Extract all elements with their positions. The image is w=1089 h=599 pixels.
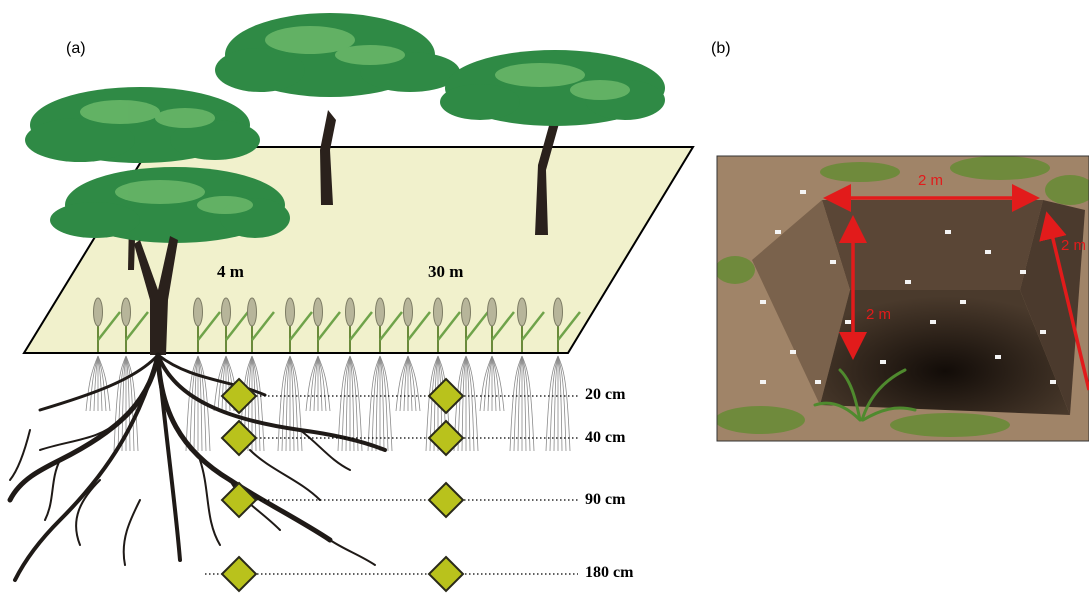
crop-plant xyxy=(433,297,461,352)
sample-tag xyxy=(985,250,991,254)
crop-plant xyxy=(375,297,403,352)
depth-label-90: 90 cm xyxy=(585,491,626,508)
pit-width-label: 2 m xyxy=(918,172,944,189)
sensor-marker xyxy=(427,481,465,519)
crop-root xyxy=(85,355,111,412)
crop-root xyxy=(337,355,363,452)
pit-wall-right xyxy=(1020,200,1085,415)
sample-tag xyxy=(800,190,806,194)
crop-plant xyxy=(487,297,515,352)
sample-tag xyxy=(945,230,951,234)
sample-tag xyxy=(1050,380,1056,384)
pit-wall-left xyxy=(752,200,850,405)
sample-tag xyxy=(775,230,781,234)
sensor-marker xyxy=(427,419,465,457)
pit-length-label: 2 m xyxy=(1061,237,1087,254)
sensor-markers xyxy=(220,377,465,593)
tree-canopies xyxy=(25,13,665,243)
surface-vegetation xyxy=(717,156,1089,437)
crop-plant xyxy=(285,297,313,352)
pit-depth-label: 2 m xyxy=(866,306,892,323)
distance-label-near: 4 m xyxy=(217,262,244,281)
sensor-marker xyxy=(220,481,258,519)
crop-root xyxy=(367,355,393,452)
pit-wall-back xyxy=(822,200,1043,290)
crop-root xyxy=(239,355,265,452)
crop-root xyxy=(509,355,535,452)
distance-label-far: 30 m xyxy=(428,262,464,281)
sample-tag xyxy=(880,360,886,364)
pit-dimension-arrows xyxy=(823,184,1089,391)
sensor-marker xyxy=(220,377,258,415)
sample-tag xyxy=(1040,330,1046,334)
sample-tag xyxy=(995,355,1001,359)
sample-tag xyxy=(960,300,966,304)
depth-label-40: 40 cm xyxy=(585,429,626,446)
depth-lines xyxy=(205,395,578,575)
tree-root-system xyxy=(7,352,387,582)
sensor-marker xyxy=(427,555,465,593)
sample-tag xyxy=(760,300,766,304)
crop-root xyxy=(277,355,303,452)
sample-tag xyxy=(760,380,766,384)
sample-tag xyxy=(790,350,796,354)
crop-plant xyxy=(403,297,431,352)
sample-tag xyxy=(930,320,936,324)
depth-label-180: 180 cm xyxy=(585,564,634,581)
length-arrow xyxy=(1039,211,1089,391)
crop-plant xyxy=(345,297,373,352)
foreground-tree-trunk xyxy=(134,236,178,355)
crop-row xyxy=(93,297,581,352)
sample-tag xyxy=(815,380,821,384)
sample-tag xyxy=(905,280,911,284)
crop-plant xyxy=(93,297,121,352)
sample-tag xyxy=(1020,270,1026,274)
panel-a-diagram xyxy=(7,13,695,593)
photo-frame xyxy=(716,155,1089,442)
crop-plant xyxy=(553,297,581,352)
sensor-marker xyxy=(220,419,258,457)
pit-floor xyxy=(820,290,1070,415)
crop-root xyxy=(545,355,571,452)
crop-root xyxy=(185,355,211,452)
crop-root xyxy=(305,355,331,412)
crop-plant xyxy=(221,297,249,352)
crop-plant xyxy=(121,297,149,352)
sensor-marker xyxy=(220,555,258,593)
panel-b-label: (b) xyxy=(711,40,731,57)
crop-plant xyxy=(313,297,341,352)
crop-plant xyxy=(461,297,489,352)
crop-root xyxy=(395,355,421,412)
sample-tag xyxy=(830,260,836,264)
crop-root xyxy=(479,355,505,412)
crop-root xyxy=(453,355,479,452)
pit-plant xyxy=(813,368,917,422)
crop-plant xyxy=(193,297,221,352)
sensor-marker xyxy=(427,377,465,415)
sample-tag xyxy=(845,320,851,324)
panel-a-label: (a) xyxy=(66,40,86,57)
crop-plant xyxy=(517,297,545,352)
crop-plant xyxy=(247,297,275,352)
depth-label-20: 20 cm xyxy=(585,386,626,403)
